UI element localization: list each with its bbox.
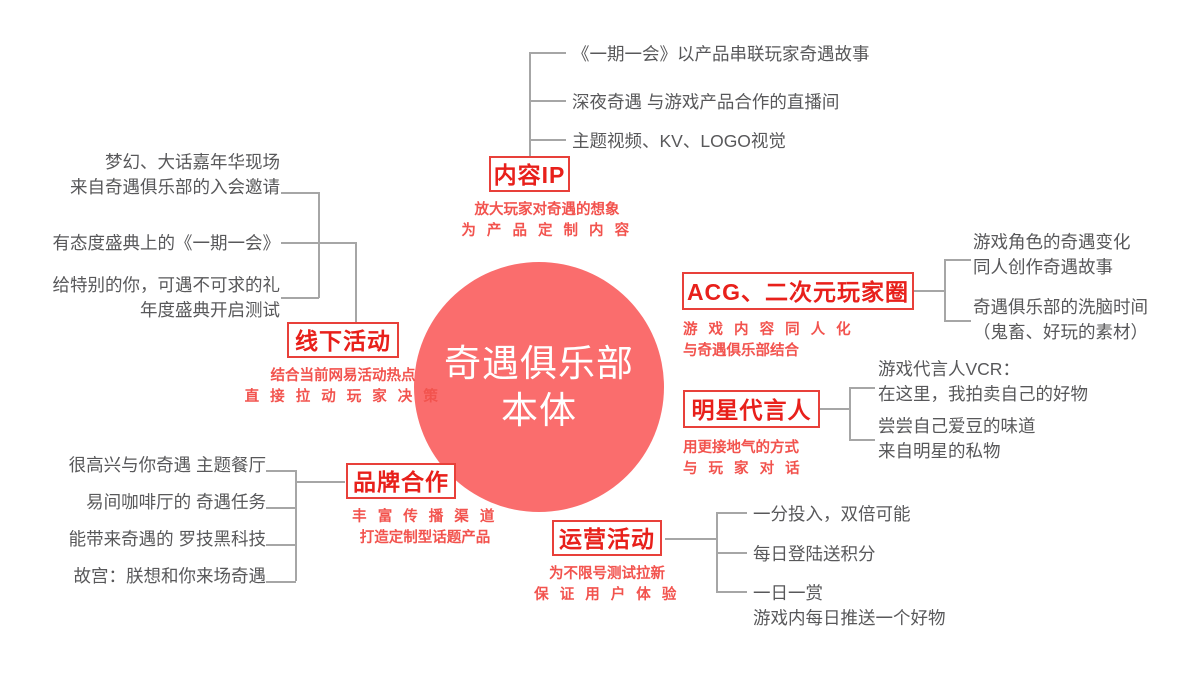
node-acg[interactable]: ACG、二次元玩家圈 (682, 272, 914, 310)
leaf-brand-2: 易间咖啡厅的 奇遇任务 (86, 492, 266, 512)
leaf-acg-2: 奇遇俱乐部的洗脑时间 （鬼畜、好玩的素材） (973, 295, 1148, 345)
caption-offline-events: 结合当前网易活动热点 直 接 拉 动 玩 家 决 策 (243, 366, 443, 408)
connector-content-ip-spine (529, 52, 531, 160)
connector-content-ip-stub-3 (529, 139, 566, 141)
caption-content-ip: 放大玩家对奇遇的想象 为 产 品 定 制 内 容 (447, 200, 647, 242)
caption-brand-line1: 丰 富 传 播 渠 道 (352, 509, 498, 525)
caption-acg-line1: 游 戏 内 容 同 人 化 (683, 322, 855, 338)
leaf-ops-2: 每日登陆送积分 (753, 544, 876, 564)
leaf-brand-1: 很高兴与你奇遇 主题餐厅 (68, 455, 266, 475)
connector-brand-stub-3 (266, 544, 296, 546)
leaf-ops-3: 一日一赏 游戏内每日推送一个好物 (753, 581, 946, 631)
leaf-brand-3: 能带来奇遇的 罗技黑科技 (68, 529, 266, 549)
central-node-line1: 奇遇俱乐部 (444, 342, 634, 384)
node-offline-events[interactable]: 线下活动 (287, 322, 399, 358)
leaf-offline-3-line1: 给特别的你，可遇不可求的礼 (52, 275, 281, 295)
connector-brand-stub-1 (266, 470, 296, 472)
connector-acg-link (913, 290, 945, 292)
caption-offline-line1: 结合当前网易活动热点 (270, 368, 416, 384)
connector-content-ip-stub-1 (529, 52, 566, 54)
leaf-celebrity-1-line1: 游戏代言人VCR： (878, 359, 1020, 379)
caption-offline-line2: 直 接 拉 动 玩 家 决 策 (244, 389, 442, 406)
leaf-celebrity-1-line2: 在这里，我拍卖自己的好物 (878, 383, 1088, 404)
connector-celebrity-stub-1 (849, 387, 875, 389)
leaf-celebrity-2-line1: 尝尝自己爱豆的味道 (878, 416, 1036, 436)
connector-offline-spine (318, 192, 320, 298)
leaf-offline-3: 给特别的你，可遇不可求的礼 年度盛典开启测试 (20, 273, 281, 323)
connector-content-ip-stub-2 (529, 100, 566, 102)
connector-acg-spine (944, 259, 946, 321)
caption-ops-line1: 为不限号测试拉新 (549, 566, 665, 582)
central-node-line2: 本体 (501, 390, 577, 431)
connector-offline-stub-3 (281, 297, 319, 299)
leaf-acg-1-line1: 游戏角色的奇遇变化 (973, 232, 1131, 252)
leaf-offline-1: 梦幻、大话嘉年华现场 来自奇遇俱乐部的入会邀请 (30, 150, 280, 200)
leaf-ops-3-line2: 游戏内每日推送一个好物 (753, 607, 946, 628)
leaf-content-ip-1: 《一期一会》以产品串联玩家奇遇故事 (572, 44, 870, 64)
caption-ops-line2: 保 证 用 户 体 验 (534, 587, 680, 604)
leaf-offline-1-line1: 梦幻、大话嘉年华现场 (105, 152, 280, 172)
connector-offline-link-v (355, 242, 357, 322)
connector-ops-stub-3 (716, 591, 747, 593)
caption-content-ip-line1: 放大玩家对奇遇的想象 (474, 202, 620, 218)
leaf-ops-1: 一分投入，双倍可能 (753, 504, 911, 524)
leaf-acg-1: 游戏角色的奇遇变化 同人创作奇遇故事 (973, 230, 1131, 280)
leaf-acg-1-line2: 同人创作奇遇故事 (973, 256, 1113, 277)
node-operations[interactable]: 运营活动 (552, 520, 662, 556)
leaf-content-ip-2: 深夜奇遇 与游戏产品合作的直播间 (572, 92, 840, 112)
connector-brand-link (295, 481, 345, 483)
connector-offline-link-h (318, 242, 356, 244)
node-content-ip[interactable]: 内容IP (489, 156, 570, 192)
node-celebrity[interactable]: 明星代言人 (683, 390, 820, 428)
connector-celebrity-link (820, 408, 850, 410)
leaf-offline-1-line2: 来自奇遇俱乐部的入会邀请 (70, 176, 280, 197)
node-brand-coop[interactable]: 品牌合作 (346, 463, 456, 499)
leaf-content-ip-3: 主题视频、KV、LOGO视觉 (572, 131, 786, 151)
leaf-celebrity-2: 尝尝自己爱豆的味道 来自明星的私物 (878, 414, 1036, 464)
leaf-ops-3-line1: 一日一赏 (753, 583, 823, 603)
leaf-acg-2-line2: （鬼畜、好玩的素材） (973, 321, 1148, 342)
connector-brand-stub-4 (266, 581, 296, 583)
connector-acg-stub-2 (944, 320, 971, 322)
connector-ops-stub-1 (716, 512, 747, 514)
connector-ops-link (665, 538, 717, 540)
caption-celebrity-line1: 用更接地气的方式 (683, 440, 799, 456)
caption-acg: 游 戏 内 容 同 人 化 与奇遇俱乐部结合 (683, 320, 854, 362)
leaf-celebrity-2-line2: 来自明星的私物 (878, 440, 1001, 461)
leaf-offline-2: 有态度盛典上的《一期一会》 (30, 231, 281, 256)
caption-operations: 为不限号测试拉新 保 证 用 户 体 验 (532, 564, 682, 606)
leaf-offline-2-line1: 有态度盛典上的《一期一会》 (52, 233, 281, 253)
caption-acg-line2: 与奇遇俱乐部结合 (683, 343, 799, 360)
caption-content-ip-line2: 为 产 品 定 制 内 容 (461, 223, 633, 240)
caption-celebrity-line2: 与 玩 家 对 话 (683, 461, 804, 478)
leaf-brand-4: 故宫：朕想和你来场奇遇 (73, 566, 267, 586)
leaf-celebrity-1: 游戏代言人VCR： 在这里，我拍卖自己的好物 (878, 357, 1088, 407)
leaf-acg-2-line1: 奇遇俱乐部的洗脑时间 (973, 297, 1148, 317)
connector-brand-spine (295, 470, 297, 581)
connector-celebrity-spine (849, 387, 851, 440)
connector-brand-stub-2 (266, 507, 296, 509)
caption-brand-line2: 打造定制型话题产品 (359, 530, 491, 547)
connector-acg-stub-1 (944, 259, 971, 261)
connector-offline-stub-2 (281, 242, 319, 244)
leaf-offline-3-line2: 年度盛典开启测试 (140, 299, 280, 320)
caption-brand-coop: 丰 富 传 播 渠 道 打造定制型话题产品 (325, 507, 525, 549)
connector-offline-stub-1 (281, 192, 319, 194)
connector-ops-stub-2 (716, 552, 747, 554)
connector-celebrity-stub-2 (849, 439, 875, 441)
caption-celebrity: 用更接地气的方式 与 玩 家 对 话 (683, 438, 803, 480)
